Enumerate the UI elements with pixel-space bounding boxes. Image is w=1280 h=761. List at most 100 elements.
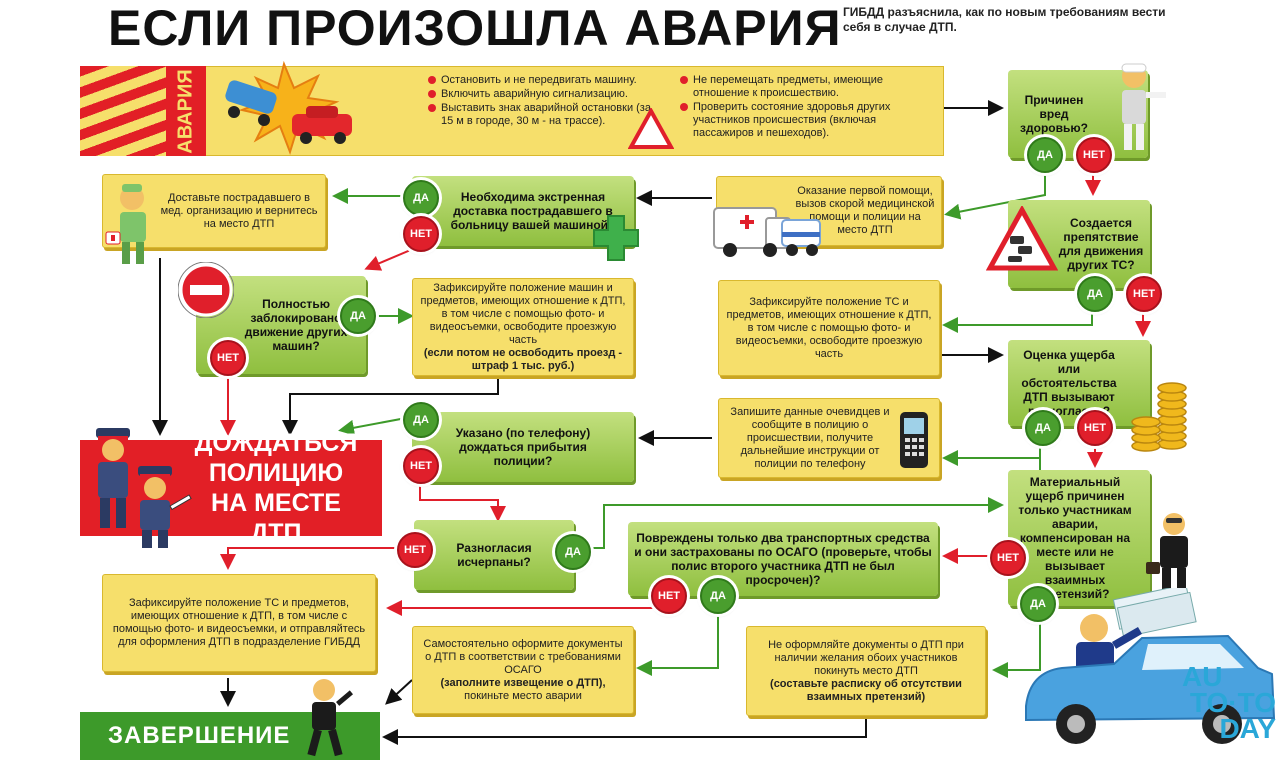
arrow xyxy=(220,547,398,570)
arrow xyxy=(942,310,1093,333)
yes-badge: ДА xyxy=(403,180,439,216)
accident-list-left: Остановить и не передвигать машину. Вклю… xyxy=(428,74,658,129)
no-documents-box: Не оформляйте документы о ДТП при наличи… xyxy=(746,626,986,716)
arrow xyxy=(419,482,506,522)
self-register-text: Самостоятельно оформите документы о ДТП … xyxy=(423,637,623,676)
self-register-box: Самостоятельно оформите документы о ДТП … xyxy=(412,626,634,714)
record-witnesses-text: Запишите данные очевидцев и сообщите в п… xyxy=(730,405,890,470)
yes-badge: ДА xyxy=(1077,276,1113,312)
arrow xyxy=(386,596,653,616)
hazard-stripes xyxy=(80,66,166,156)
wait-police-text: ДОЖДАТЬСЯ ПОЛИЦИЮ НА МЕСТЕ ДТП xyxy=(194,429,358,547)
emergency-delivery-question: Необходима экстренная доставка пострадав… xyxy=(412,176,634,246)
crash-illustration xyxy=(225,60,352,156)
watermark-logo: AU TO·TO DAY xyxy=(1180,661,1276,744)
list-item: Включить аварийную сигнализацию. xyxy=(428,88,658,101)
medical-cross-icon xyxy=(593,215,639,261)
no-badge: НЕТ xyxy=(1077,410,1113,446)
no-badge: НЕТ xyxy=(403,448,439,484)
yes-badge: ДА xyxy=(403,402,439,438)
mobile-phone-icon xyxy=(900,412,928,468)
fix-vehicles-right-text: Зафиксируйте положение ТС и предметов, и… xyxy=(726,295,932,360)
money-stack-icon xyxy=(1112,588,1197,638)
told-to-wait-question: Указано (по телефону) дождаться прибытия… xyxy=(412,412,634,482)
health-harm-question-text: Причинен вред здоровью? xyxy=(1020,93,1088,135)
list-item: Остановить и не передвигать машину. xyxy=(428,74,658,87)
list-item: Не перемещать предметы, имеющие отношени… xyxy=(680,74,930,100)
told-to-wait-question-text: Указано (по телефону) дождаться прибытия… xyxy=(455,426,591,468)
accident-label: АВАРИЯ xyxy=(174,68,197,154)
yes-badge: ДА xyxy=(555,534,591,570)
no-entry-sign-icon xyxy=(178,262,234,318)
fix-and-go-gibdd-text: Зафиксируйте положение ТС и предметов, и… xyxy=(112,597,366,648)
arrow xyxy=(588,497,1004,549)
first-aid-box: Оказание первой помощи, вызов скорой мед… xyxy=(716,176,942,246)
arrow xyxy=(282,378,499,436)
yes-badge: ДА xyxy=(700,578,736,614)
no-documents-text: Не оформляйте документы о ДТП при наличи… xyxy=(768,638,964,677)
deliver-victim-text: Доставьте пострадавшего в мед. организац… xyxy=(160,191,318,230)
emergency-delivery-question-text: Необходима экстренная доставка пострадав… xyxy=(450,190,616,232)
injured-person-icon xyxy=(1121,63,1166,150)
yes-badge: ДА xyxy=(1027,137,1063,173)
watermark-line: DAY xyxy=(1219,713,1276,744)
material-damage-question-text: Материальный ущерб причинен только участ… xyxy=(1018,475,1132,601)
two-vehicles-question: Повреждены только два транспортных средс… xyxy=(628,522,938,596)
fix-cars-middle-text: Зафиксируйте положение машин и предметов… xyxy=(420,281,626,346)
disputes-question-text: Разногласия исчерпаны? xyxy=(456,541,532,569)
yes-badge: ДА xyxy=(1020,586,1056,622)
no-badge: НЕТ xyxy=(1126,276,1162,312)
accident-list-right: Не перемещать предметы, имеющие отношени… xyxy=(680,74,930,141)
fix-and-go-gibdd-box: Зафиксируйте положение ТС и предметов, и… xyxy=(102,574,376,672)
watermark-line: TO·TO xyxy=(1189,687,1276,718)
yes-badge: ДА xyxy=(340,298,376,334)
damage-question-text: Оценка ущерба или обстоятельства ДТП выз… xyxy=(1021,348,1117,418)
accident-panel xyxy=(80,66,944,156)
blue-car-icon xyxy=(225,80,277,126)
two-vehicles-question-text: Повреждены только два транспортных средс… xyxy=(634,531,932,587)
no-badge: НЕТ xyxy=(990,540,1026,576)
arrow xyxy=(385,679,413,705)
blocked-question-text: Полностью заблокировано движение других … xyxy=(244,297,348,353)
page-subtitle: ГИБДД разъяснила, как по новым требовани… xyxy=(843,5,1166,34)
no-badge: НЕТ xyxy=(210,340,246,376)
page-title: ЕСЛИ ПРОИЗОШЛА АВАРИЯ xyxy=(108,0,842,56)
traffic-jam-sign-icon xyxy=(986,206,1058,271)
no-documents-note: (составьте расписку об отсутствии взаимн… xyxy=(770,677,962,703)
fix-vehicles-right-box: Зафиксируйте положение ТС и предметов, и… xyxy=(718,280,940,376)
no-badge: НЕТ xyxy=(397,532,433,568)
coins-stack-icon xyxy=(1131,382,1187,452)
arrow xyxy=(338,417,407,436)
red-car-icon xyxy=(292,106,352,144)
arrow xyxy=(636,612,719,676)
no-badge: НЕТ xyxy=(651,578,687,614)
arrow xyxy=(992,618,1041,678)
list-item: Выставить знак аварийной остановки (за 1… xyxy=(428,102,658,128)
disputes-question: Разногласия исчерпаны? xyxy=(414,520,574,590)
medic-icon xyxy=(105,184,146,264)
material-damage-question: Материальный ущерб причинен только участ… xyxy=(1008,470,1150,606)
arrow xyxy=(944,170,1046,220)
list-item: Проверить состояние здоровья других учас… xyxy=(680,101,930,140)
yes-badge: ДА xyxy=(1025,410,1061,446)
wait-police-box: ДОЖДАТЬСЯ ПОЛИЦИЮ НА МЕСТЕ ДТП xyxy=(80,429,382,547)
damage-question: Оценка ущерба или обстоятельства ДТП выз… xyxy=(1008,340,1150,426)
police-officers-icon xyxy=(96,428,192,548)
businessman-icon xyxy=(1146,513,1188,592)
obstacle-question-text: Создается препятствие для движения други… xyxy=(1058,216,1144,272)
warning-triangle-icon xyxy=(628,108,674,149)
happy-man-icon xyxy=(307,679,354,757)
arrow xyxy=(382,717,867,745)
accident-label-block: АВАРИЯ xyxy=(166,66,206,156)
fine-warning-text: (если потом не освободить проезд - штраф… xyxy=(423,346,623,372)
first-aid-text: Оказание первой помощи, вызов скорой мед… xyxy=(795,185,935,236)
no-badge: НЕТ xyxy=(1076,137,1112,173)
no-badge: НЕТ xyxy=(403,216,439,252)
watermark-line: AU xyxy=(1182,661,1223,692)
blue-car-illustration xyxy=(1025,588,1276,744)
self-register-tail: покиньте место аварии xyxy=(464,689,582,702)
fix-cars-middle-box: Зафиксируйте положение машин и предметов… xyxy=(412,278,634,376)
finish-text: ЗАВЕРШЕНИЕ xyxy=(108,722,291,749)
ambulance-icon xyxy=(713,207,821,257)
